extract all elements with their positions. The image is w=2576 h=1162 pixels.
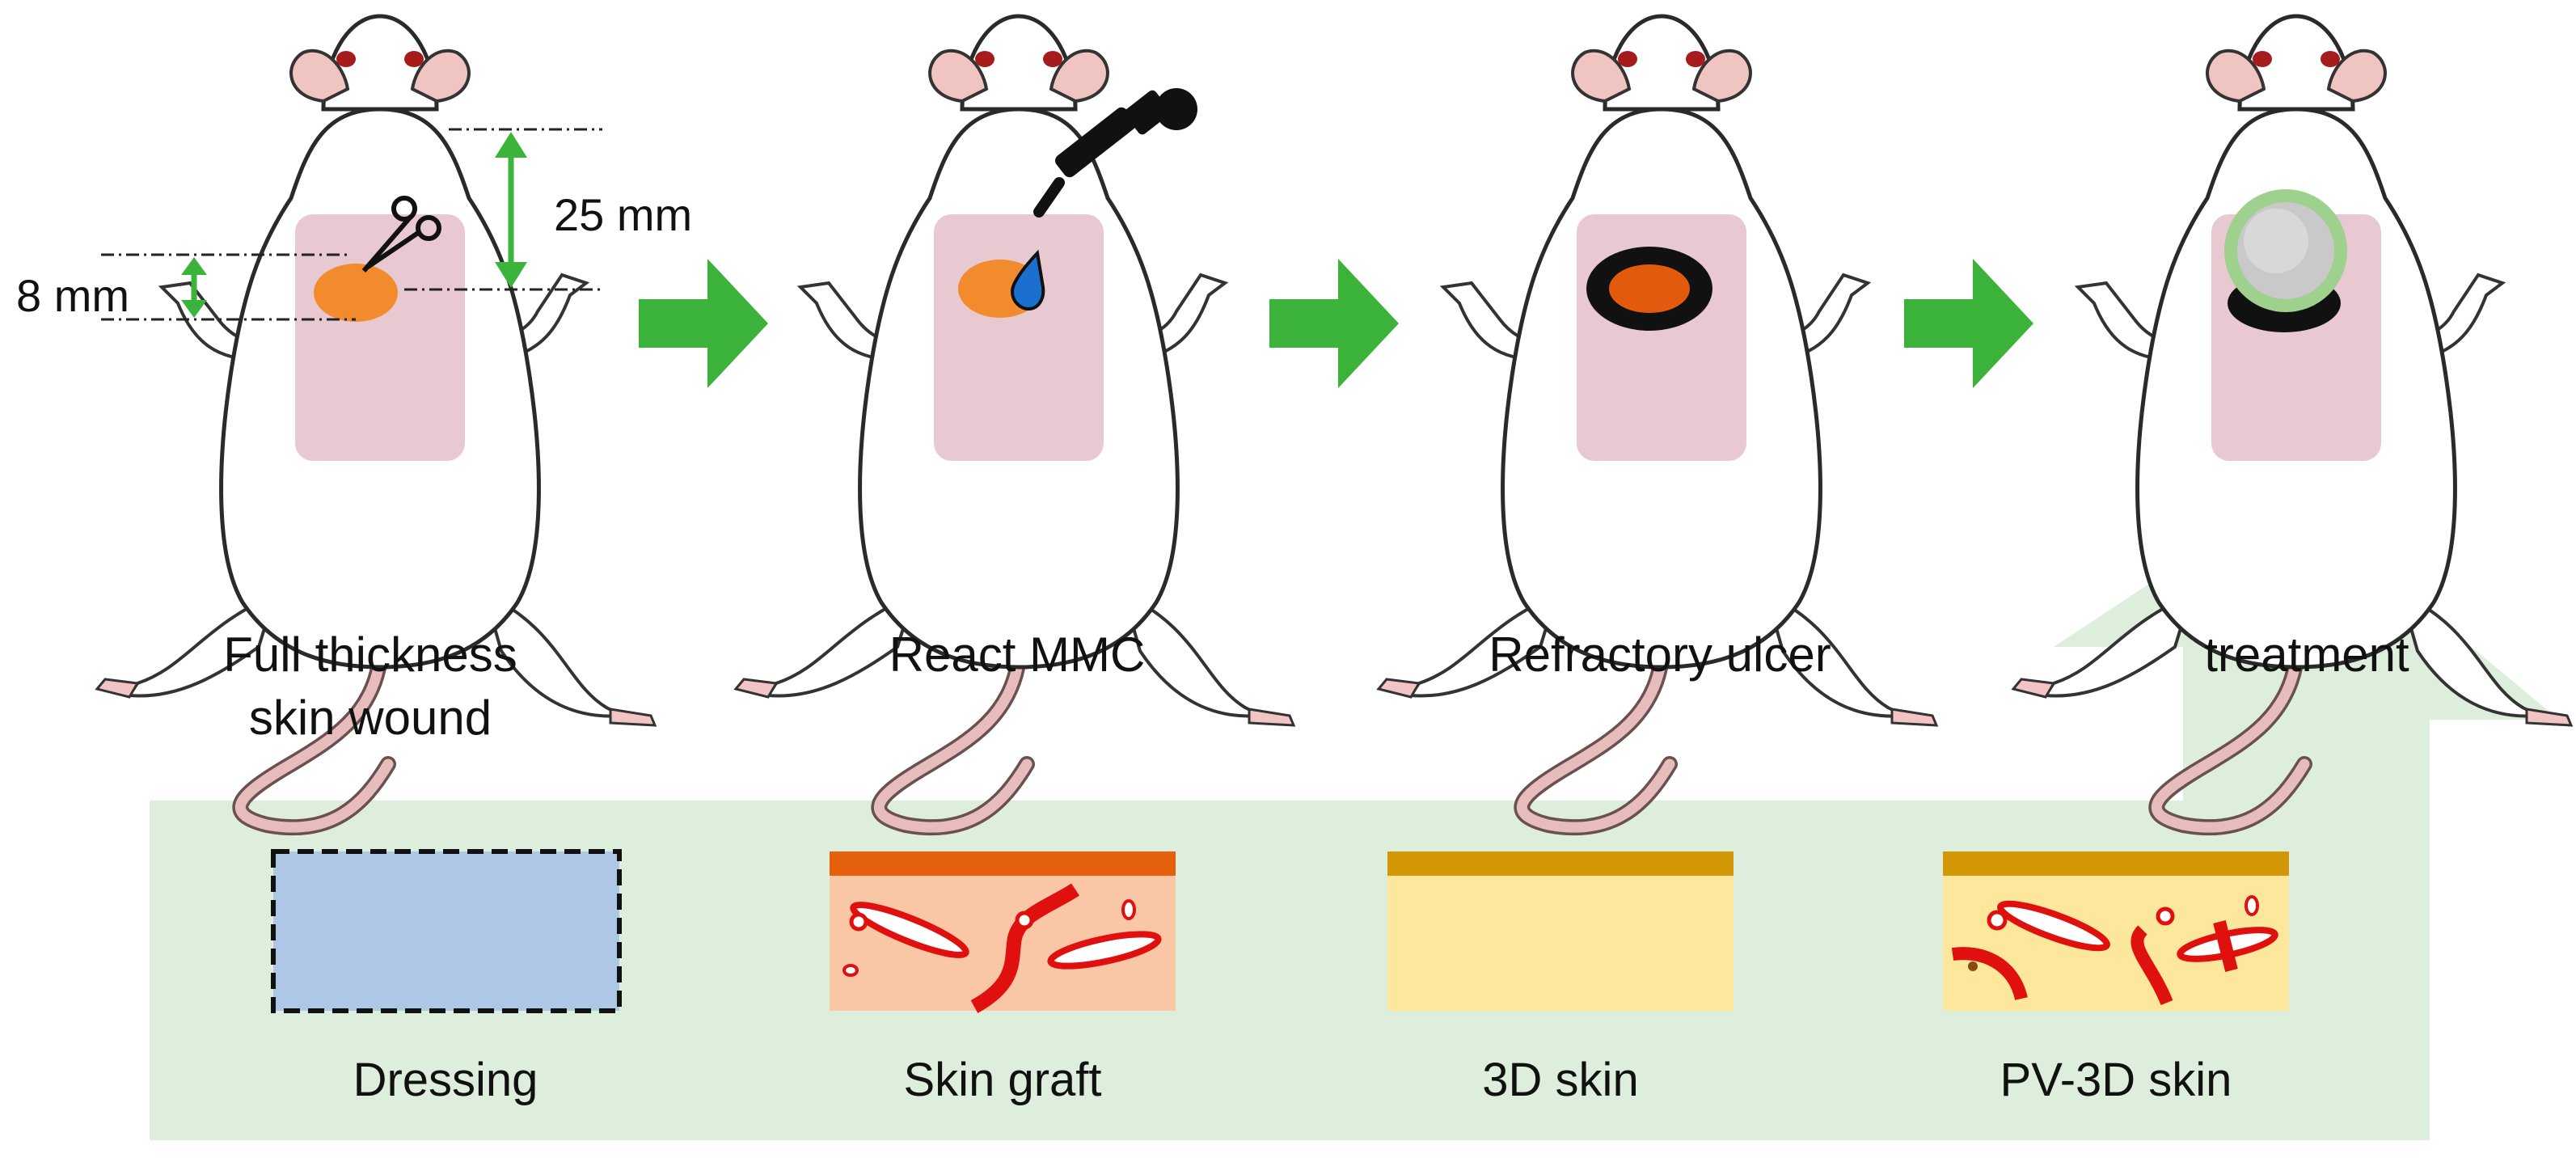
step-label-treatment: treatment [2204,627,2409,682]
area-size-arrow [495,132,527,288]
treatment-label-3d-skin: 3D skin [1482,1054,1638,1106]
scissors-icon [361,196,441,273]
treatment-label-skin-graft: Skin graft [904,1054,1102,1106]
step-label-wound-line1: Full thickness [223,627,517,682]
step-arrow-1 [639,259,768,388]
wound-spot [314,264,398,322]
step-label-mmc: React MMC [889,627,1146,682]
step-label-wound-line2: skin wound [249,691,492,745]
drop-icon [1010,249,1045,311]
treatment-label-dressing: Dressing [353,1054,538,1106]
step-arrow-2 [1269,259,1399,388]
step-arrow-3 [1904,259,2033,388]
dropper-icon [1033,88,1197,218]
dressing-icon [271,849,622,1013]
area-size-label: 25 mm [554,189,692,240]
pv-3d-skin-icon [1943,851,2289,1011]
dimension-lines [101,128,602,321]
ulcer-core [1609,264,1690,313]
wound-size-label: 8 mm [16,270,129,321]
treatment-label-pv-3d-skin: PV-3D skin [2000,1054,2232,1106]
3d-skin-icon [1387,851,1734,1011]
step-label-ulcer: Refractory ulcer [1489,627,1831,682]
wound-size-arrow [181,257,207,318]
mouse-ulcer-step [1379,16,1936,827]
mouse-mmc-step [736,16,1294,827]
skin-graft-icon [830,851,1176,1013]
